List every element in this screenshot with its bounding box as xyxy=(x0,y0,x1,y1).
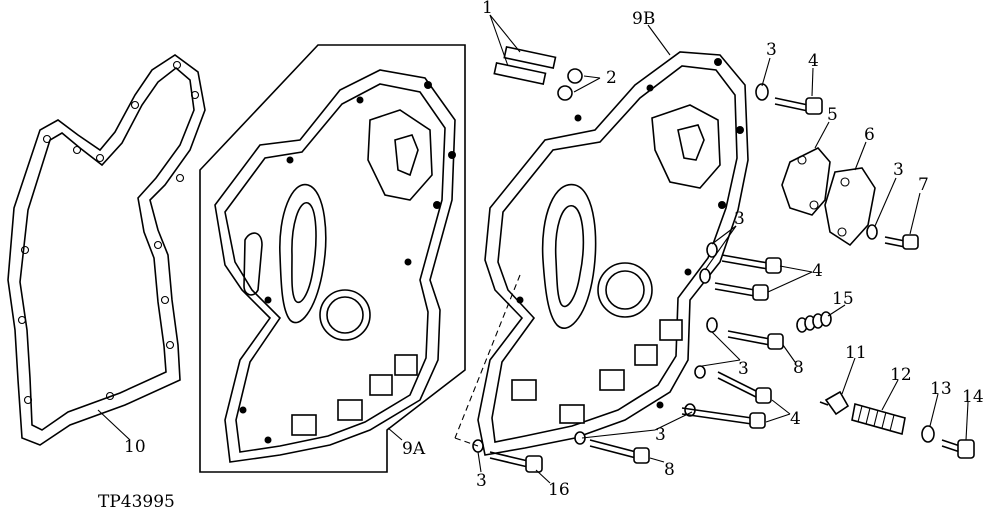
callout-1: 1 xyxy=(482,0,493,18)
callout-3-bottom: 3 xyxy=(655,425,666,445)
callout-14: 14 xyxy=(962,387,984,407)
front-cover-9b xyxy=(477,51,749,456)
callout-4-lower: 4 xyxy=(790,409,801,429)
callout-labels: 1 2 9B 3 4 5 6 3 7 3 4 15 8 3 11 12 13 1… xyxy=(98,0,984,512)
bolt-8-lower xyxy=(589,439,650,464)
callout-10: 10 xyxy=(124,437,146,457)
callout-9a: 9A xyxy=(402,439,426,459)
callout-5: 5 xyxy=(827,105,838,125)
callout-13: 13 xyxy=(930,379,952,399)
valve-11 xyxy=(819,390,850,416)
callout-9b: 9B xyxy=(632,9,655,29)
callout-8-upper: 8 xyxy=(793,358,804,378)
bolt-8-upper xyxy=(706,317,784,350)
figure-id: TP43995 xyxy=(98,492,175,512)
callout-8-lower: 8 xyxy=(664,460,675,480)
plug-14 xyxy=(941,439,975,459)
studs-1 xyxy=(489,14,557,86)
gasket-10 xyxy=(7,54,206,446)
callout-3-mid: 3 xyxy=(734,209,745,229)
callout-3-lower: 3 xyxy=(738,359,749,379)
plugs-2 xyxy=(557,68,601,101)
spring-15 xyxy=(796,311,832,333)
callout-4-top: 4 xyxy=(808,51,819,71)
callout-7: 7 xyxy=(918,175,929,195)
leader-lines xyxy=(97,24,969,484)
spring-12 xyxy=(851,402,906,436)
washer-13 xyxy=(921,425,935,443)
front-cover-9a xyxy=(199,44,466,473)
bolts-4-middle xyxy=(699,242,782,301)
cover-plate-6 xyxy=(824,167,876,247)
callout-6: 6 xyxy=(864,125,875,145)
callout-12: 12 xyxy=(890,365,912,385)
callout-4-mid: 4 xyxy=(812,261,823,281)
callout-2: 2 xyxy=(606,68,617,88)
bolt-16 xyxy=(489,451,543,473)
bolts-4-lower xyxy=(681,371,772,429)
callout-3-top: 3 xyxy=(766,40,777,60)
callout-11: 11 xyxy=(845,343,867,363)
callout-15: 15 xyxy=(832,289,854,309)
callout-16: 16 xyxy=(548,480,570,500)
gasket-5 xyxy=(781,147,831,216)
alignment-lines xyxy=(454,274,521,447)
bolt-7 xyxy=(866,224,919,250)
callout-3-right: 3 xyxy=(893,160,904,180)
callout-3-left: 3 xyxy=(476,471,487,491)
